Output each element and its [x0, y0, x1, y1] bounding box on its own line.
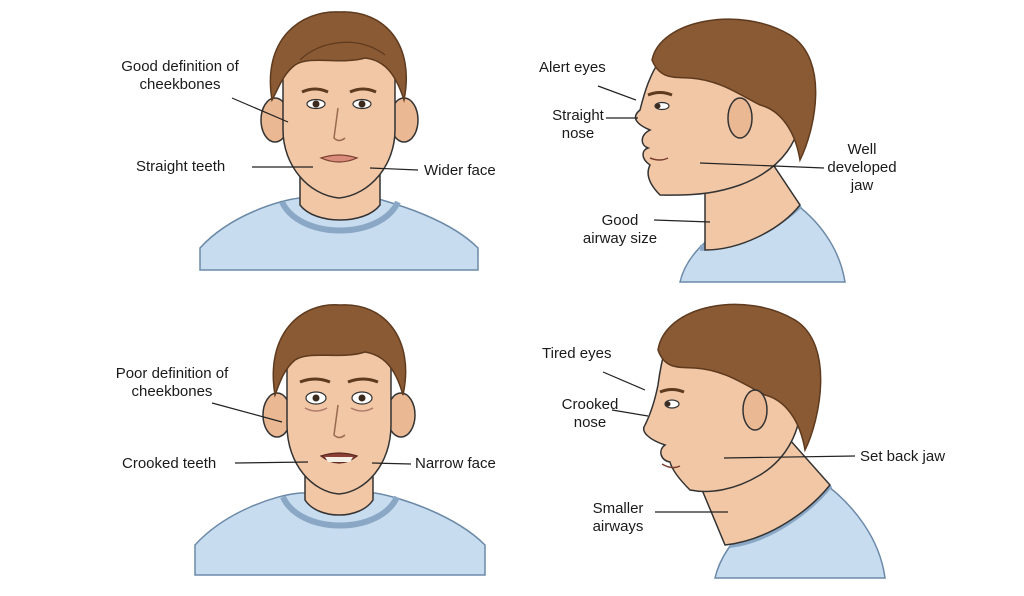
label-airway-poor: Smaller airways — [592, 500, 644, 535]
leader-line — [211, 402, 283, 423]
label-face-poor: Narrow face — [415, 455, 496, 472]
head — [286, 339, 392, 495]
side-face-poor — [643, 303, 886, 579]
label-nose-poor: Crooked nose — [561, 396, 619, 431]
label-face-good: Wider face — [424, 162, 496, 179]
label-cheekbones-good: Good definition of cheekbones — [121, 58, 239, 93]
leader-line — [369, 167, 419, 171]
side-face-good — [634, 18, 846, 283]
shirt — [194, 492, 486, 576]
leader-line — [723, 455, 856, 459]
neck — [699, 439, 831, 546]
label-teeth-good: Straight teeth — [136, 158, 226, 175]
hair — [651, 18, 817, 163]
mouth — [319, 154, 359, 163]
leader-line — [231, 97, 289, 123]
ear — [742, 389, 768, 431]
label-teeth-poor: Crooked teeth — [122, 455, 217, 472]
label-nose-good: Straight nose — [552, 107, 604, 142]
hair — [657, 303, 822, 453]
label-cheekbones-poor: Poor definition of cheekbones — [115, 365, 229, 400]
leader-line — [371, 462, 412, 465]
leader-line — [234, 461, 309, 464]
leader-line — [699, 162, 825, 169]
leader-line — [653, 219, 711, 223]
ear — [727, 97, 753, 139]
leader-line — [597, 85, 637, 101]
hair — [269, 11, 408, 103]
label-eyes-good: Alert eyes — [539, 59, 606, 76]
head — [282, 44, 396, 199]
leader-line — [611, 409, 649, 417]
front-face-poor — [194, 304, 486, 576]
label-jaw-poor: Set back jaw — [860, 448, 946, 465]
collar — [279, 200, 401, 234]
leader-line — [602, 371, 646, 391]
label-eyes-poor: Tired eyes — [542, 345, 612, 362]
label-jaw-good: Well developed jaw — [827, 141, 897, 194]
front-face-good — [199, 11, 479, 271]
hair — [272, 304, 407, 398]
label-airway-good: Good airway size — [582, 212, 658, 247]
